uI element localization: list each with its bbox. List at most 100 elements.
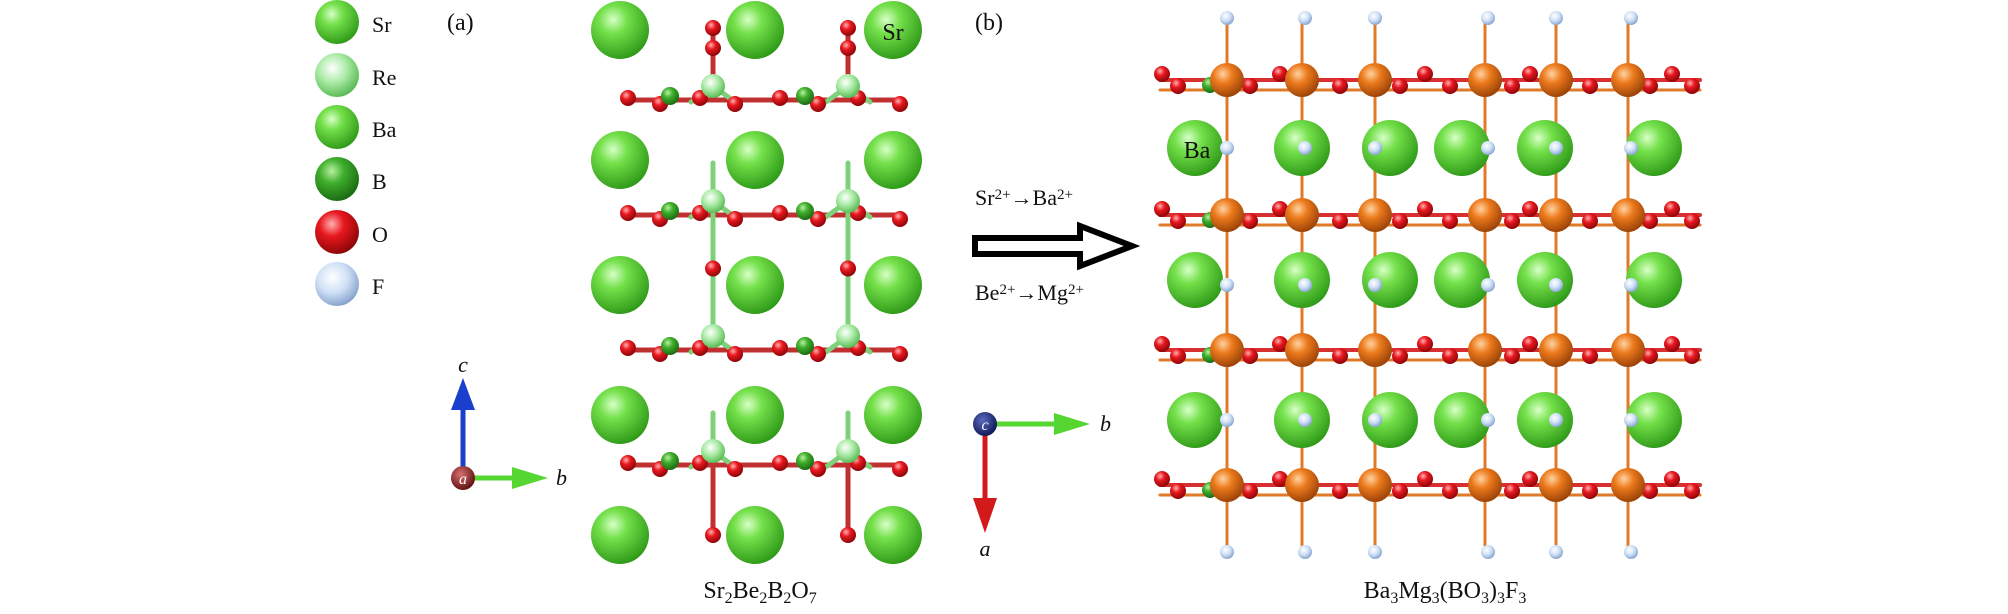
sr-atom <box>864 1 922 59</box>
oxygen-atom <box>772 90 788 106</box>
legend-f-label: F <box>372 274 384 299</box>
fluorine-atom <box>1624 141 1638 155</box>
fluorine-atom <box>1481 413 1495 427</box>
oxygen-atom <box>1642 483 1658 499</box>
element-legend: Sr Re Ba B O F <box>315 0 397 306</box>
oxygen-atom <box>1582 78 1598 94</box>
formula-part: →Ba <box>1011 185 1058 210</box>
oxygen-atom <box>1392 78 1408 94</box>
mg-atom <box>1358 63 1392 97</box>
legend-item-ba: Ba <box>315 105 397 149</box>
boron-atom <box>661 452 679 470</box>
axis-c-arrowhead <box>451 378 475 410</box>
ba-atom <box>1167 392 1223 448</box>
formula-part: 2 <box>725 590 733 607</box>
oxygen-atom <box>1664 66 1680 82</box>
sr-atom <box>726 131 784 189</box>
sr-atom <box>726 506 784 564</box>
mg-atom <box>1539 63 1573 97</box>
oxygen-atom <box>840 527 856 543</box>
fluorine-atom <box>1624 11 1638 25</box>
ba-atom <box>1626 120 1682 176</box>
legend-item-b: B <box>315 157 387 201</box>
formula-part: ) <box>1489 578 1497 604</box>
oxygen-atom <box>1242 483 1258 499</box>
mg-atom <box>1358 468 1392 502</box>
fluorine-atom <box>1481 278 1495 292</box>
legend-re-swatch <box>315 53 359 97</box>
oxygen-atom <box>1242 348 1258 364</box>
formula-part: 7 <box>809 590 817 607</box>
oxygen-atom <box>1154 471 1170 487</box>
formula-part: Be <box>975 280 999 305</box>
fluorine-atom <box>1549 141 1563 155</box>
oxygen-atom <box>1442 213 1458 229</box>
transformation-arrow <box>972 221 1141 271</box>
mg-atom <box>1539 198 1573 232</box>
oxygen-atom <box>810 461 826 477</box>
oxygen-atom <box>1522 66 1538 82</box>
axis-origin-c <box>973 412 997 436</box>
mg-atom <box>1210 333 1244 367</box>
fluorine-atom <box>1549 545 1563 559</box>
panel-a-formula: Sr2Be2B2O7 <box>703 578 816 607</box>
re-atom <box>701 74 725 98</box>
oxygen-atom <box>892 461 908 477</box>
mg-atom <box>1285 63 1319 97</box>
formula-part: Be <box>733 578 760 604</box>
formula-part: O <box>791 578 808 604</box>
re-atom <box>701 324 725 348</box>
oxygen-atom <box>810 96 826 112</box>
oxygen-atom <box>1642 348 1658 364</box>
oxygen-atom <box>1504 78 1520 94</box>
panel-b-axes: c b a <box>973 411 1111 561</box>
mg-atom <box>1210 63 1244 97</box>
fluorine-atom <box>1220 11 1234 25</box>
fluorine-atom <box>1220 278 1234 292</box>
panel-a-label: (a) <box>447 10 474 36</box>
oxygen-atom <box>1684 78 1700 94</box>
oxygen-atom <box>1664 471 1680 487</box>
oxygen-atom <box>692 205 708 221</box>
oxygen-atom <box>1170 348 1186 364</box>
oxygen-atom <box>727 461 743 477</box>
oxygen-atom <box>1417 471 1433 487</box>
formula-part: 3 <box>1481 590 1489 607</box>
mg-atom <box>1285 333 1319 367</box>
axis-a-arrowhead <box>973 498 997 533</box>
oxygen-atom <box>1272 336 1288 352</box>
sr2be2b2o7-structure: Sr <box>591 1 922 564</box>
sr-atom <box>591 131 649 189</box>
oxygen-atom <box>1392 213 1408 229</box>
formula-part: 2 <box>783 590 791 607</box>
oxygen-atom <box>1664 336 1680 352</box>
legend-b-swatch <box>315 157 359 201</box>
fluorine-atom <box>1220 413 1234 427</box>
oxygen-atom <box>1417 201 1433 217</box>
axis-b-label: b <box>556 465 567 490</box>
oxygen-atom <box>1272 471 1288 487</box>
legend-f-swatch <box>315 262 359 306</box>
formula-part: →Mg <box>1015 280 1068 305</box>
formula-part: 3 <box>1432 590 1440 607</box>
re-atom <box>836 74 860 98</box>
ba-atom <box>1362 252 1418 308</box>
re-atom <box>701 439 725 463</box>
sr-atom <box>726 386 784 444</box>
mg-atom <box>1468 63 1502 97</box>
mg-atom <box>1285 468 1319 502</box>
fluorine-atom <box>1220 141 1234 155</box>
oxygen-atom <box>1522 201 1538 217</box>
mg-atom <box>1611 468 1645 502</box>
oxygen-atom <box>1170 483 1186 499</box>
sr-atom <box>864 131 922 189</box>
ba-atom <box>1167 120 1223 176</box>
re-atom <box>836 324 860 348</box>
fluorine-atom <box>1549 413 1563 427</box>
boron-atom <box>661 87 679 105</box>
oxygen-atom <box>772 340 788 356</box>
fluorine-atom <box>1481 141 1495 155</box>
legend-item-sr: Sr <box>315 0 392 44</box>
fluorine-atom <box>1298 545 1312 559</box>
substitution-be-mg: Be2+→Mg2+ <box>975 280 1084 305</box>
